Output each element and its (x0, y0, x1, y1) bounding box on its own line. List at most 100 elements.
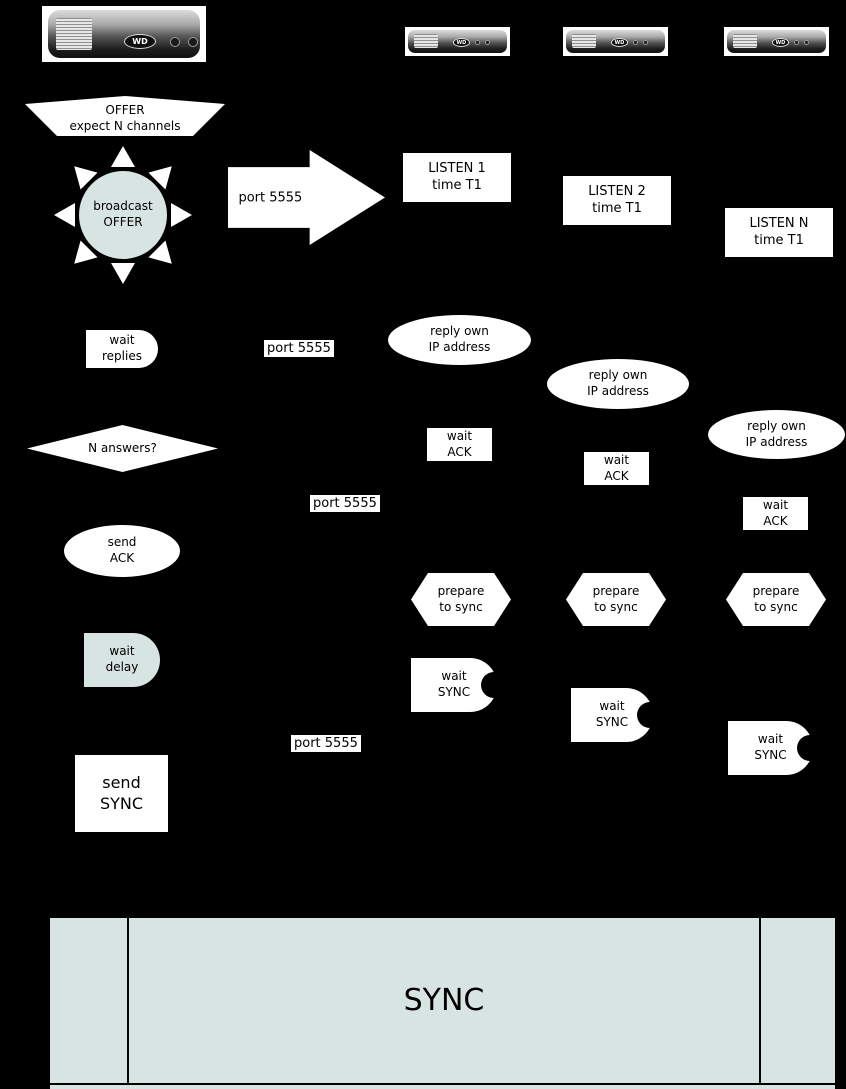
wd-device-photo-client-2: WD (563, 27, 668, 56)
sync-bar-divider-right (759, 918, 761, 1083)
label-line: LISTEN 2 (588, 183, 646, 199)
wait-sync-node-2: wait SYNC (571, 688, 653, 742)
label-line: LISTEN 1 (428, 160, 486, 176)
label-line: IP address (428, 340, 491, 354)
label-line: prepare (592, 583, 640, 598)
device-button (485, 40, 490, 45)
label-line: replies (102, 349, 142, 363)
prepare-sync-hex-1: prepare to sync (411, 573, 511, 626)
label-line: reply own (430, 324, 489, 339)
wd-logo: WD (453, 38, 470, 47)
send-sync-box: send SYNC (75, 755, 168, 832)
port-label-1: port 5555 (264, 340, 334, 357)
prepare-sync-hex-2: prepare to sync (566, 573, 666, 626)
label-line: wait (599, 699, 625, 714)
device-button (794, 40, 799, 45)
sync-bar: SYNC (50, 918, 835, 1089)
label-line: send (107, 535, 137, 550)
label-line: broadcast (93, 199, 153, 214)
label-line: ACK (604, 468, 629, 483)
label-line: N answers? (88, 440, 157, 455)
wd-logo: WD (124, 34, 156, 49)
wd-logo: WD (772, 38, 789, 47)
label-line: ACK (763, 513, 788, 528)
label-line: to sync (754, 599, 798, 614)
label-line: expect N channels (69, 119, 181, 133)
label-line: send (102, 772, 141, 792)
device-button (643, 40, 648, 45)
device-vents-texture (572, 34, 596, 48)
reply-ip-ellipse-3: reply own IP address (708, 410, 845, 459)
listen-box-2: LISTEN 2 time T1 (563, 176, 671, 225)
label-line: wait (109, 333, 135, 348)
label-line: wait (441, 669, 467, 684)
sync-bar-row-divider (50, 1083, 835, 1085)
label-line: prepare (437, 583, 485, 598)
label-line: wait (762, 497, 789, 512)
arrow-port-label: port 5555 (238, 190, 303, 205)
wd-device-photo-client-1: WD (405, 27, 510, 56)
label-line: to sync (594, 599, 638, 614)
wd-logo: WD (611, 38, 628, 47)
port-label-3: port 5555 (291, 735, 361, 752)
listen-box-3: LISTEN N time T1 (725, 208, 833, 257)
wait-ack-box-3: wait ACK (743, 497, 808, 530)
label-line: wait (757, 732, 784, 747)
label-line: SYNC (99, 793, 144, 813)
device-body: WD (727, 30, 826, 53)
wait-sync-node-1: wait SYNC (411, 658, 497, 712)
device-button (170, 37, 180, 47)
send-ack-ellipse: send ACK (64, 525, 180, 577)
wait-ack-box-2: wait ACK (584, 452, 649, 485)
label-line: time T1 (592, 200, 642, 216)
wd-device-photo-server: WD (42, 6, 206, 62)
device-body: WD (566, 30, 665, 53)
n-answers-diamond: N answers? (27, 425, 218, 472)
label-line: ACK (109, 551, 135, 565)
label-line: ACK (447, 444, 472, 459)
label-line: OFFER (103, 215, 143, 229)
device-body: WD (48, 10, 200, 58)
device-vents-texture (56, 18, 92, 50)
label-line: time T1 (432, 177, 482, 193)
label-line: IP address (587, 384, 649, 398)
label-line: wait (109, 644, 135, 659)
label-line: IP address (745, 434, 808, 449)
device-button (633, 40, 638, 45)
label-line: OFFER (105, 103, 145, 118)
label-line: SYNC (754, 748, 787, 762)
reply-ip-ellipse-2: reply own IP address (547, 359, 689, 409)
label-line: wait (603, 452, 630, 467)
label-line: prepare (752, 583, 800, 598)
label-line: reply own (588, 368, 648, 383)
reply-ip-ellipse-1: reply own IP address (388, 315, 531, 365)
device-button (475, 40, 480, 45)
wait-delay-node: wait delay (84, 633, 160, 687)
device-vents-texture (733, 34, 757, 48)
label-line: SYNC (595, 715, 629, 729)
label-line: wait (446, 428, 473, 443)
wait-replies-node: wait replies (86, 330, 158, 368)
sync-bar-divider-left (127, 918, 129, 1083)
sync-bar-label: SYNC (403, 983, 485, 1018)
device-button (188, 37, 198, 47)
prepare-sync-hex-3: prepare to sync (726, 573, 826, 626)
wd-device-photo-client-3: WD (724, 27, 829, 56)
device-vents-texture (414, 34, 438, 48)
offer-banner: OFFER expect N channels (25, 96, 225, 136)
label-line: time T1 (754, 232, 804, 248)
broadcast-offer-label: broadcast OFFER (51, 143, 195, 287)
label-line: to sync (439, 599, 483, 614)
label-line: reply own (747, 418, 806, 433)
label-line: delay (105, 660, 139, 674)
broadcast-offer-sun: broadcast OFFER (51, 143, 195, 287)
label-line: LISTEN N (749, 215, 809, 231)
broadcast-arrow: port 5555 (228, 150, 385, 245)
wait-sync-node-3: wait SYNC (728, 721, 813, 775)
port-label-2: port 5555 (310, 495, 380, 512)
label-line: SYNC (437, 685, 471, 699)
device-body: WD (408, 30, 507, 53)
device-button (804, 40, 809, 45)
sun-rays-icon (54, 146, 192, 284)
